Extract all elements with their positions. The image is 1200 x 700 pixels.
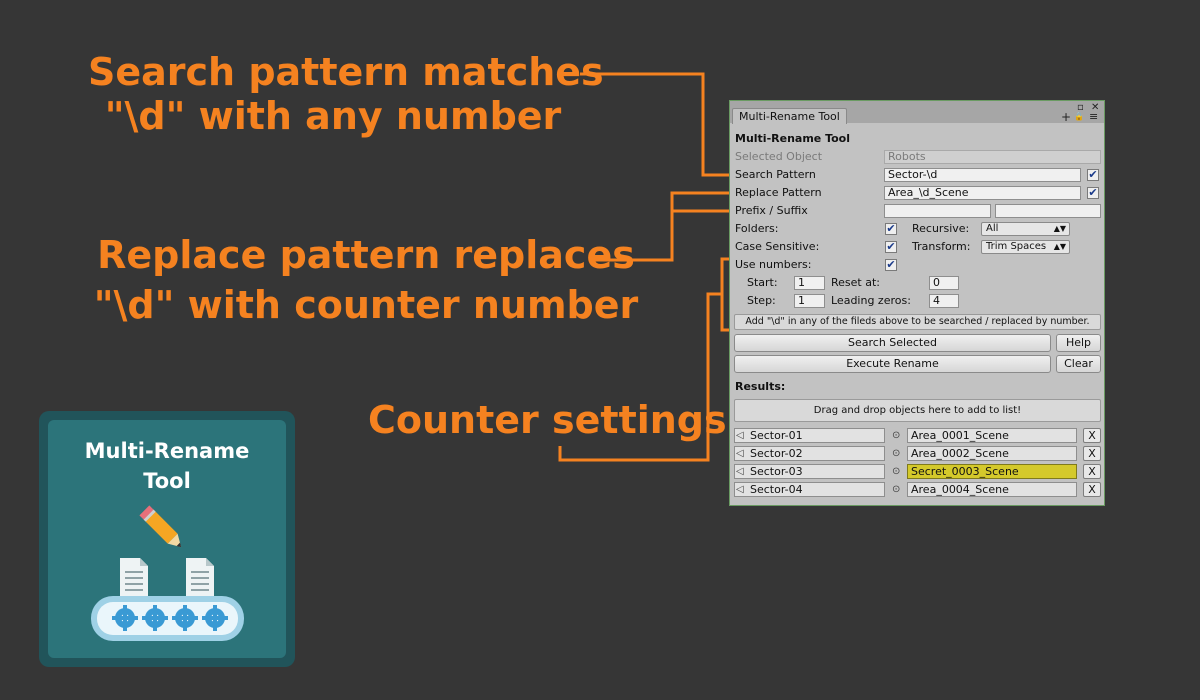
- execute-rename-button[interactable]: Execute Rename: [734, 355, 1051, 373]
- folders-checkbox[interactable]: ✔: [885, 222, 897, 235]
- window-titlebar: Multi-Rename Tool ▫ ✕ + 🔒 ≡: [730, 101, 1104, 124]
- result-source-field[interactable]: Sector-03: [734, 464, 885, 479]
- step-input[interactable]: 1: [794, 294, 825, 308]
- search-leader-line: [580, 72, 734, 177]
- callout-counter-settings: Counter settings: [368, 398, 727, 442]
- replace-pattern-input[interactable]: Area_\d_Scene: [884, 186, 1081, 200]
- pencil-icon: [139, 505, 182, 548]
- dropdown-arrow-icon: ▲▼: [1053, 224, 1066, 233]
- remove-row-button[interactable]: X: [1083, 482, 1101, 497]
- target-icon: ⊙: [892, 484, 901, 495]
- target-icon: ⊙: [892, 448, 901, 459]
- menu-icon[interactable]: ≡: [1089, 110, 1099, 123]
- result-source-field[interactable]: Sector-01: [734, 428, 885, 443]
- recursive-dropdown[interactable]: All ▲▼: [981, 222, 1070, 236]
- search-pattern-input[interactable]: Sector-\d: [884, 168, 1081, 182]
- gameobject-icon: ◁: [736, 484, 744, 495]
- replace-leader-line: [592, 191, 734, 262]
- remove-row-button[interactable]: X: [1083, 464, 1101, 479]
- callout-replace-pattern: Replace pattern replaces "\d" with count…: [86, 230, 646, 330]
- recursive-label: Recursive:: [912, 222, 970, 235]
- product-logo: Multi-Rename Tool: [39, 411, 295, 667]
- callout-text: Search pattern matches: [88, 50, 604, 94]
- leading-zeros-input[interactable]: 4: [929, 294, 959, 308]
- result-target-field[interactable]: Area_0001_Scene: [907, 428, 1077, 443]
- replace-pattern-checkbox[interactable]: ✔: [1087, 186, 1099, 199]
- lock-icon[interactable]: 🔒: [1074, 112, 1084, 121]
- callout-search-pattern: Search pattern matches "\d" with any num…: [88, 50, 604, 138]
- multi-rename-window: Multi-Rename Tool ▫ ✕ + 🔒 ≡ Multi-Rename…: [729, 100, 1105, 506]
- remove-row-button[interactable]: X: [1083, 446, 1101, 461]
- result-source-field[interactable]: Sector-02: [734, 446, 885, 461]
- result-target-field-editing[interactable]: Secret_0003_Scene: [907, 464, 1077, 479]
- case-sensitive-label: Case Sensitive:: [735, 240, 820, 253]
- logo-title-line: Tool: [143, 469, 191, 493]
- add-tab-icon[interactable]: +: [1061, 110, 1072, 124]
- result-source-field[interactable]: Sector-04: [734, 482, 885, 497]
- numbers-hint: Add "\d" in any of the fileds above to b…: [734, 314, 1101, 330]
- clear-button[interactable]: Clear: [1056, 355, 1101, 373]
- result-source: Sector-04: [750, 483, 803, 496]
- selected-object-field: Robots: [884, 150, 1101, 164]
- counter-leader-line: [558, 292, 722, 462]
- conveyor-belt-icon: [91, 596, 244, 641]
- leading-zeros-label: Leading zeros:: [831, 294, 911, 307]
- window-heading: Multi-Rename Tool: [735, 132, 851, 145]
- result-target-field[interactable]: Area_0004_Scene: [907, 482, 1077, 497]
- logo-tile: Multi-Rename Tool: [48, 420, 286, 658]
- transform-value: Trim Spaces: [986, 241, 1047, 252]
- logo-title-line: Multi-Rename: [84, 439, 250, 463]
- result-source: Sector-03: [750, 465, 803, 478]
- folders-label: Folders:: [735, 222, 779, 235]
- gameobject-icon: ◁: [736, 448, 744, 459]
- use-numbers-checkbox[interactable]: ✔: [885, 258, 897, 271]
- help-button[interactable]: Help: [1056, 334, 1101, 352]
- start-label: Start:: [747, 276, 778, 289]
- target-icon: ⊙: [892, 466, 901, 477]
- step-label: Step:: [747, 294, 776, 307]
- start-input[interactable]: 1: [794, 276, 825, 290]
- callout-text: "\d" with counter number: [93, 283, 639, 327]
- recursive-value: All: [986, 223, 999, 234]
- result-target-field[interactable]: Area_0002_Scene: [907, 446, 1077, 461]
- target-icon: ⊙: [892, 430, 901, 441]
- prefix-suffix-label: Prefix / Suffix: [735, 204, 808, 217]
- remove-row-button[interactable]: X: [1083, 428, 1101, 443]
- maximize-icon[interactable]: ▫: [1077, 102, 1084, 113]
- prefix-input[interactable]: [884, 204, 991, 218]
- results-label: Results:: [735, 380, 786, 393]
- use-numbers-label: Use numbers:: [735, 258, 812, 271]
- reset-at-input[interactable]: 0: [929, 276, 959, 290]
- conveyor-illustration: [91, 505, 244, 641]
- window-tab[interactable]: Multi-Rename Tool: [732, 108, 847, 124]
- document-icon: [120, 558, 148, 598]
- counter-bracket: [720, 257, 734, 332]
- close-icon[interactable]: ✕: [1091, 102, 1100, 113]
- suffix-input[interactable]: [995, 204, 1101, 218]
- search-pattern-checkbox[interactable]: ✔: [1087, 168, 1099, 181]
- case-sensitive-checkbox[interactable]: ✔: [885, 240, 897, 253]
- callout-text: Replace pattern replaces: [97, 233, 635, 277]
- search-pattern-label: Search Pattern: [735, 168, 816, 181]
- search-selected-button[interactable]: Search Selected: [734, 334, 1051, 352]
- selected-object-label: Selected Object: [735, 150, 823, 163]
- logo-title: Multi-Rename Tool: [48, 436, 286, 496]
- drop-zone[interactable]: Drag and drop objects here to add to lis…: [734, 399, 1101, 422]
- result-source: Sector-01: [750, 429, 803, 442]
- callout-text: Counter settings: [368, 398, 727, 442]
- dropdown-arrow-icon: ▲▼: [1053, 242, 1066, 251]
- transform-label: Transform:: [912, 240, 971, 253]
- transform-dropdown[interactable]: Trim Spaces ▲▼: [981, 240, 1070, 254]
- gameobject-icon: ◁: [736, 430, 744, 441]
- result-source: Sector-02: [750, 447, 803, 460]
- replace-pattern-label: Replace Pattern: [735, 186, 822, 199]
- document-icon: [186, 558, 214, 598]
- reset-at-label: Reset at:: [831, 276, 880, 289]
- callout-text: "\d" with any number: [104, 94, 562, 138]
- gameobject-icon: ◁: [736, 466, 744, 477]
